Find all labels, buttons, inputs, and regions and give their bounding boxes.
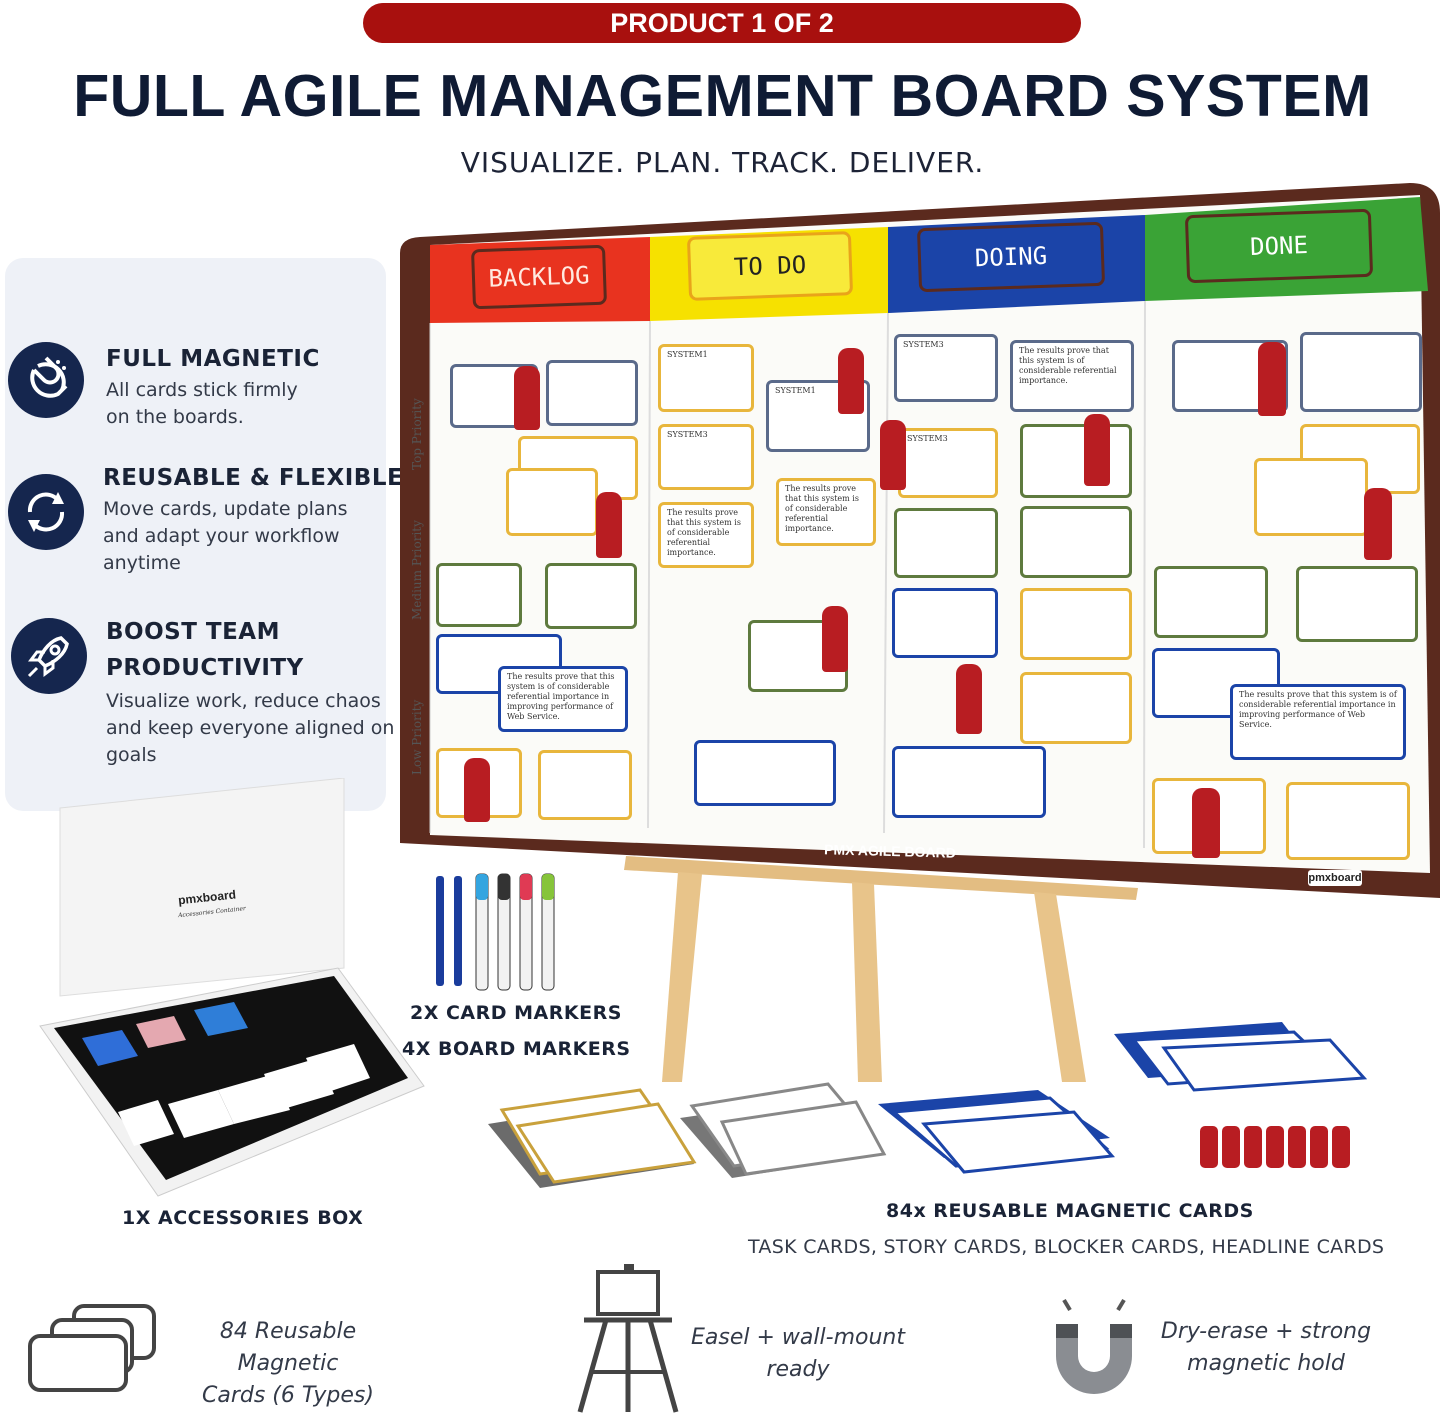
board-card bbox=[1020, 424, 1132, 498]
board-card bbox=[1254, 458, 1368, 536]
board-card: The results prove that this system is of… bbox=[776, 478, 876, 546]
blocker-tag bbox=[838, 348, 864, 414]
board-card bbox=[1020, 588, 1132, 660]
board-card: The results prove that this system is of… bbox=[1230, 684, 1406, 760]
board-card: SYSTEM3 bbox=[898, 428, 998, 498]
board-card bbox=[1296, 566, 1418, 642]
board-logo: pmxboard bbox=[1308, 870, 1362, 886]
board-card bbox=[694, 740, 836, 806]
priority-low: Low Priority bbox=[410, 699, 424, 775]
column-header-done: DONE bbox=[1184, 208, 1374, 284]
board-card: The results prove that this system is of… bbox=[498, 666, 628, 732]
blocker-tag bbox=[514, 366, 540, 430]
board-card bbox=[1020, 506, 1132, 578]
board-card: SYSTEM3 bbox=[894, 334, 998, 402]
priority-top: Top Priority bbox=[410, 398, 424, 470]
board-card bbox=[436, 563, 522, 627]
caption-card-markers: 2X CARD MARKERS bbox=[410, 1002, 622, 1024]
blocker-tag bbox=[1258, 342, 1286, 416]
page-title: FULL AGILE MANAGEMENT BOARD SYSTEM bbox=[73, 63, 1372, 129]
magnet-icon bbox=[8, 342, 84, 418]
board-card bbox=[1154, 566, 1268, 638]
bottom-easel-text: Easel + wall-mount ready bbox=[691, 1325, 905, 1382]
refresh-icon bbox=[8, 474, 84, 550]
accessories-box bbox=[38, 777, 428, 1198]
markers bbox=[430, 870, 560, 995]
easel-icon bbox=[570, 1262, 686, 1414]
board-card: The results prove that this system is of… bbox=[1010, 340, 1134, 412]
blocker-tag bbox=[1192, 788, 1220, 858]
board-card bbox=[546, 360, 638, 426]
caption-board-markers: 4X BOARD MARKERS bbox=[402, 1038, 631, 1060]
board-card bbox=[894, 508, 998, 578]
blocker-tag bbox=[822, 606, 848, 672]
board-card: SYSTEM1 bbox=[658, 344, 754, 412]
magnet-u-icon bbox=[1046, 1296, 1142, 1402]
product-banner: PRODUCT 1 OF 2 bbox=[363, 3, 1081, 43]
caption-magnetic-cards: 84x REUSABLE MAGNETIC CARDS bbox=[886, 1200, 1254, 1222]
caption-card-types: TASK CARDS, STORY CARDS, BLOCKER CARDS, … bbox=[748, 1236, 1385, 1258]
card-stacks bbox=[484, 1018, 1374, 1198]
board-card bbox=[892, 746, 1046, 818]
feature-desc-productivity: Visualize work, reduce chaos and keep ev… bbox=[106, 690, 395, 766]
board-card bbox=[545, 563, 637, 629]
feature-title-reusable: REUSABLE & FLEXIBLE bbox=[103, 465, 404, 491]
board-card: SYSTEM1 bbox=[766, 380, 870, 452]
board-card bbox=[1020, 672, 1132, 744]
feature-desc-reusable: Move cards, update plans and adapt your … bbox=[103, 498, 348, 574]
board-card bbox=[506, 468, 598, 536]
board-card bbox=[1286, 782, 1410, 860]
blocker-tag bbox=[1084, 414, 1110, 486]
blocker-tag bbox=[596, 492, 622, 558]
feature-desc-magnetic: All cards stick firmly on the boards. bbox=[106, 379, 298, 428]
column-header-todo: TO DO bbox=[686, 231, 854, 301]
blocker-tag bbox=[880, 420, 906, 490]
column-header-backlog: BACKLOG bbox=[470, 244, 608, 310]
column-header-doing: DOING bbox=[916, 221, 1106, 293]
blocker-tag bbox=[1364, 488, 1392, 560]
page-subtitle: VISUALIZE. PLAN. TRACK. DELIVER. bbox=[460, 146, 985, 179]
blocker-tag bbox=[464, 758, 490, 822]
bottom-magnet-text: Dry-erase + strong magnetic hold bbox=[1160, 1319, 1372, 1376]
feature-title-productivity: BOOST TEAM PRODUCTIVITY bbox=[106, 619, 304, 681]
bottom-cards-text: 84 Reusable Magnetic Cards (6 Types) bbox=[202, 1319, 374, 1408]
feature-title-magnetic: FULL MAGNETIC bbox=[106, 346, 320, 372]
caption-accessories-box: 1X ACCESSORIES BOX bbox=[122, 1207, 364, 1229]
board-card bbox=[1300, 332, 1422, 412]
board-card bbox=[538, 750, 632, 820]
cards-stack-icon bbox=[26, 1302, 158, 1394]
priority-medium: Medium Priority bbox=[410, 520, 424, 620]
board-card bbox=[892, 588, 998, 658]
board-card: SYSTEM3 bbox=[658, 424, 754, 490]
board-card: The results prove that this system is of… bbox=[658, 502, 754, 568]
easel-stand bbox=[620, 852, 1140, 1087]
blocker-tag bbox=[956, 664, 982, 734]
rocket-icon bbox=[11, 618, 87, 694]
